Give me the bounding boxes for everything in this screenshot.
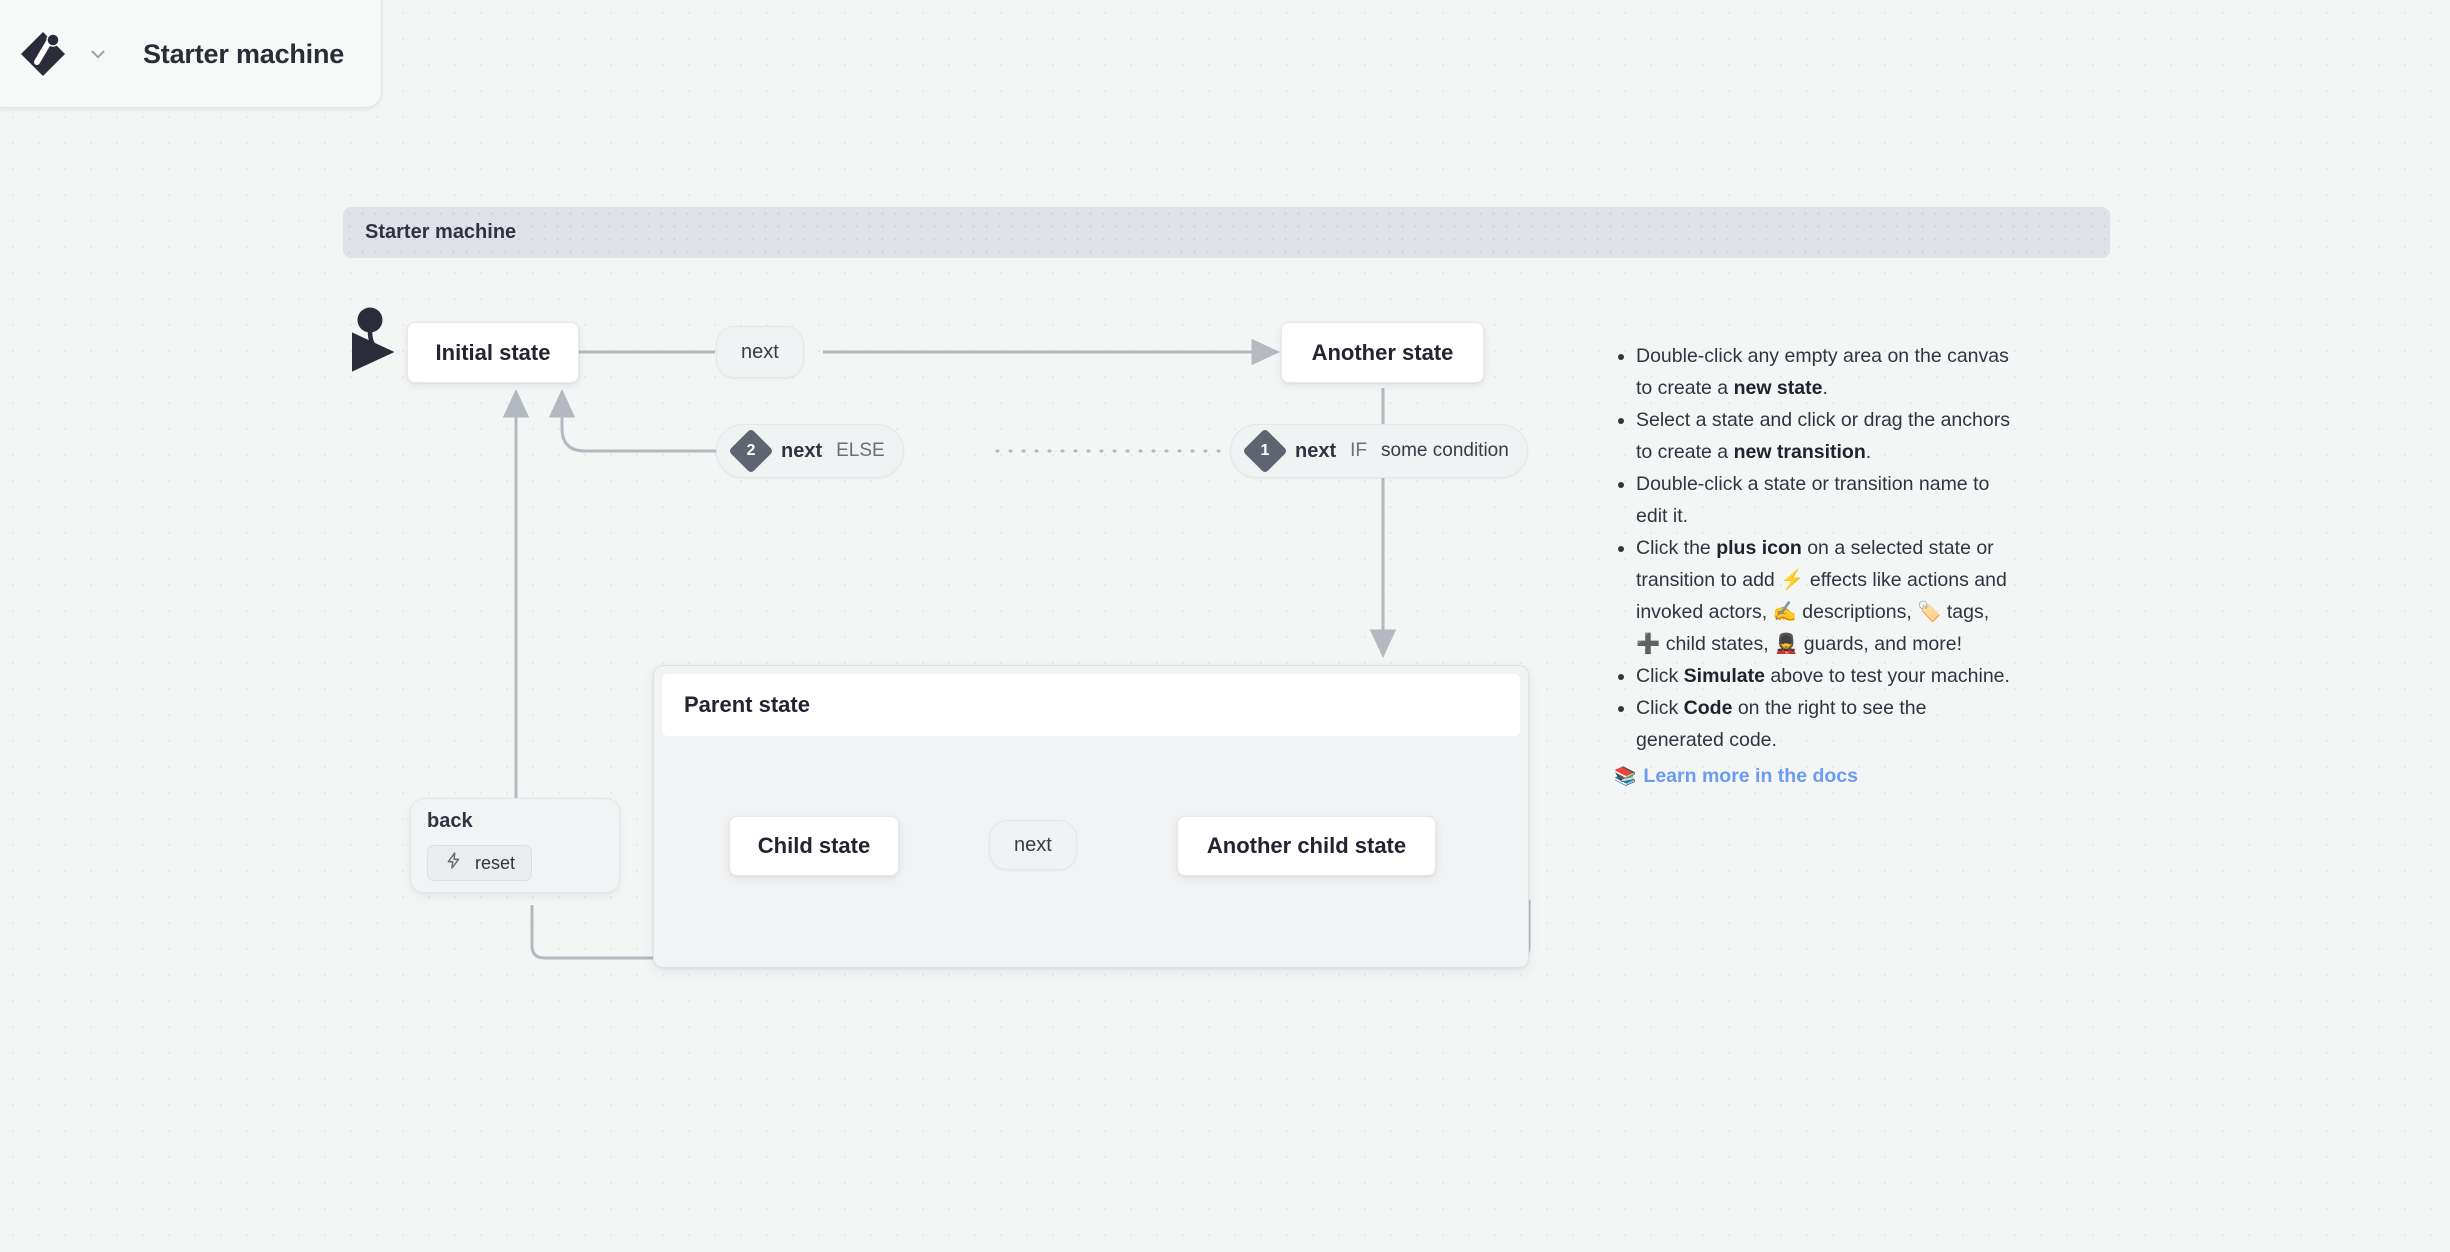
stately-diamond-logo[interactable] [17,28,69,80]
state-label-child: Child state [757,833,871,858]
transition-event-label: next [1295,439,1337,462]
help-panel: Double-click any empty area on the canva… [1614,340,2014,792]
transition-event-label: next [1014,833,1052,856]
machine-header-bar[interactable]: Starter machine [343,207,2110,258]
transition-pill-next-top[interactable]: next [716,326,804,378]
transition-pill-next-else[interactable]: 2 next ELSE [716,424,904,478]
transition-pill-next-if[interactable]: 1 next IF some condition [1230,424,1528,478]
transition-guard-keyword: ELSE [836,440,885,461]
docs-line[interactable]: 📚 Learn more in the docs [1614,760,2014,792]
app-title: Starter machine [143,38,345,69]
transition-guard-keyword: IF [1350,440,1368,461]
help-list-item: Click Code on the right to see the gener… [1636,692,2014,756]
state-node-initial[interactable]: Initial state [407,322,579,383]
help-instruction-list: Double-click any empty area on the canva… [1614,340,2014,756]
help-list-item: Click Simulate above to test your machin… [1636,660,2014,692]
lightning-bolt-icon [444,851,463,875]
transition-event-label: next [741,340,779,363]
transition-order-badge: 1 [1242,428,1288,474]
help-list-item: Double-click any empty area on the canva… [1636,340,2014,404]
books-icon: 📚 [1614,766,1637,786]
transition-order-badge: 2 [728,428,774,474]
help-list-item: Select a state and click or drag the anc… [1636,404,2014,468]
state-label-another: Another state [1311,339,1454,365]
transition-node-back[interactable]: back reset [410,798,620,893]
initial-state-marker [351,307,395,372]
transition-event-label: next [781,439,823,462]
chevron-down-icon[interactable] [85,41,111,67]
help-list-item: Double-click a state or transition name … [1636,468,2014,532]
edge-else-to-initial [548,389,716,453]
action-label-reset: reset [475,852,516,873]
state-node-another-child[interactable]: Another child state [1177,816,1436,876]
action-chip-reset[interactable]: reset [427,845,533,881]
parent-state-label: Parent state [662,674,1520,736]
transition-pill-next-child[interactable]: next [989,820,1077,870]
transition-order-number: 1 [1260,442,1270,459]
help-list-item: Click the plus icon on a selected state … [1636,532,2014,660]
transition-event-label-back: back [427,810,473,832]
state-label-initial: Initial state [435,339,551,365]
transition-guard-value: some condition [1381,440,1509,461]
brand-panel[interactable]: Starter machine [0,0,382,108]
state-node-another[interactable]: Another state [1281,322,1484,383]
state-label-another-child: Another child state [1206,833,1407,858]
docs-link[interactable]: Learn more in the docs [1643,765,1858,787]
transition-order-number: 2 [746,442,756,459]
machine-name-label: Starter machine [365,221,517,243]
state-node-child[interactable]: Child state [729,816,899,876]
